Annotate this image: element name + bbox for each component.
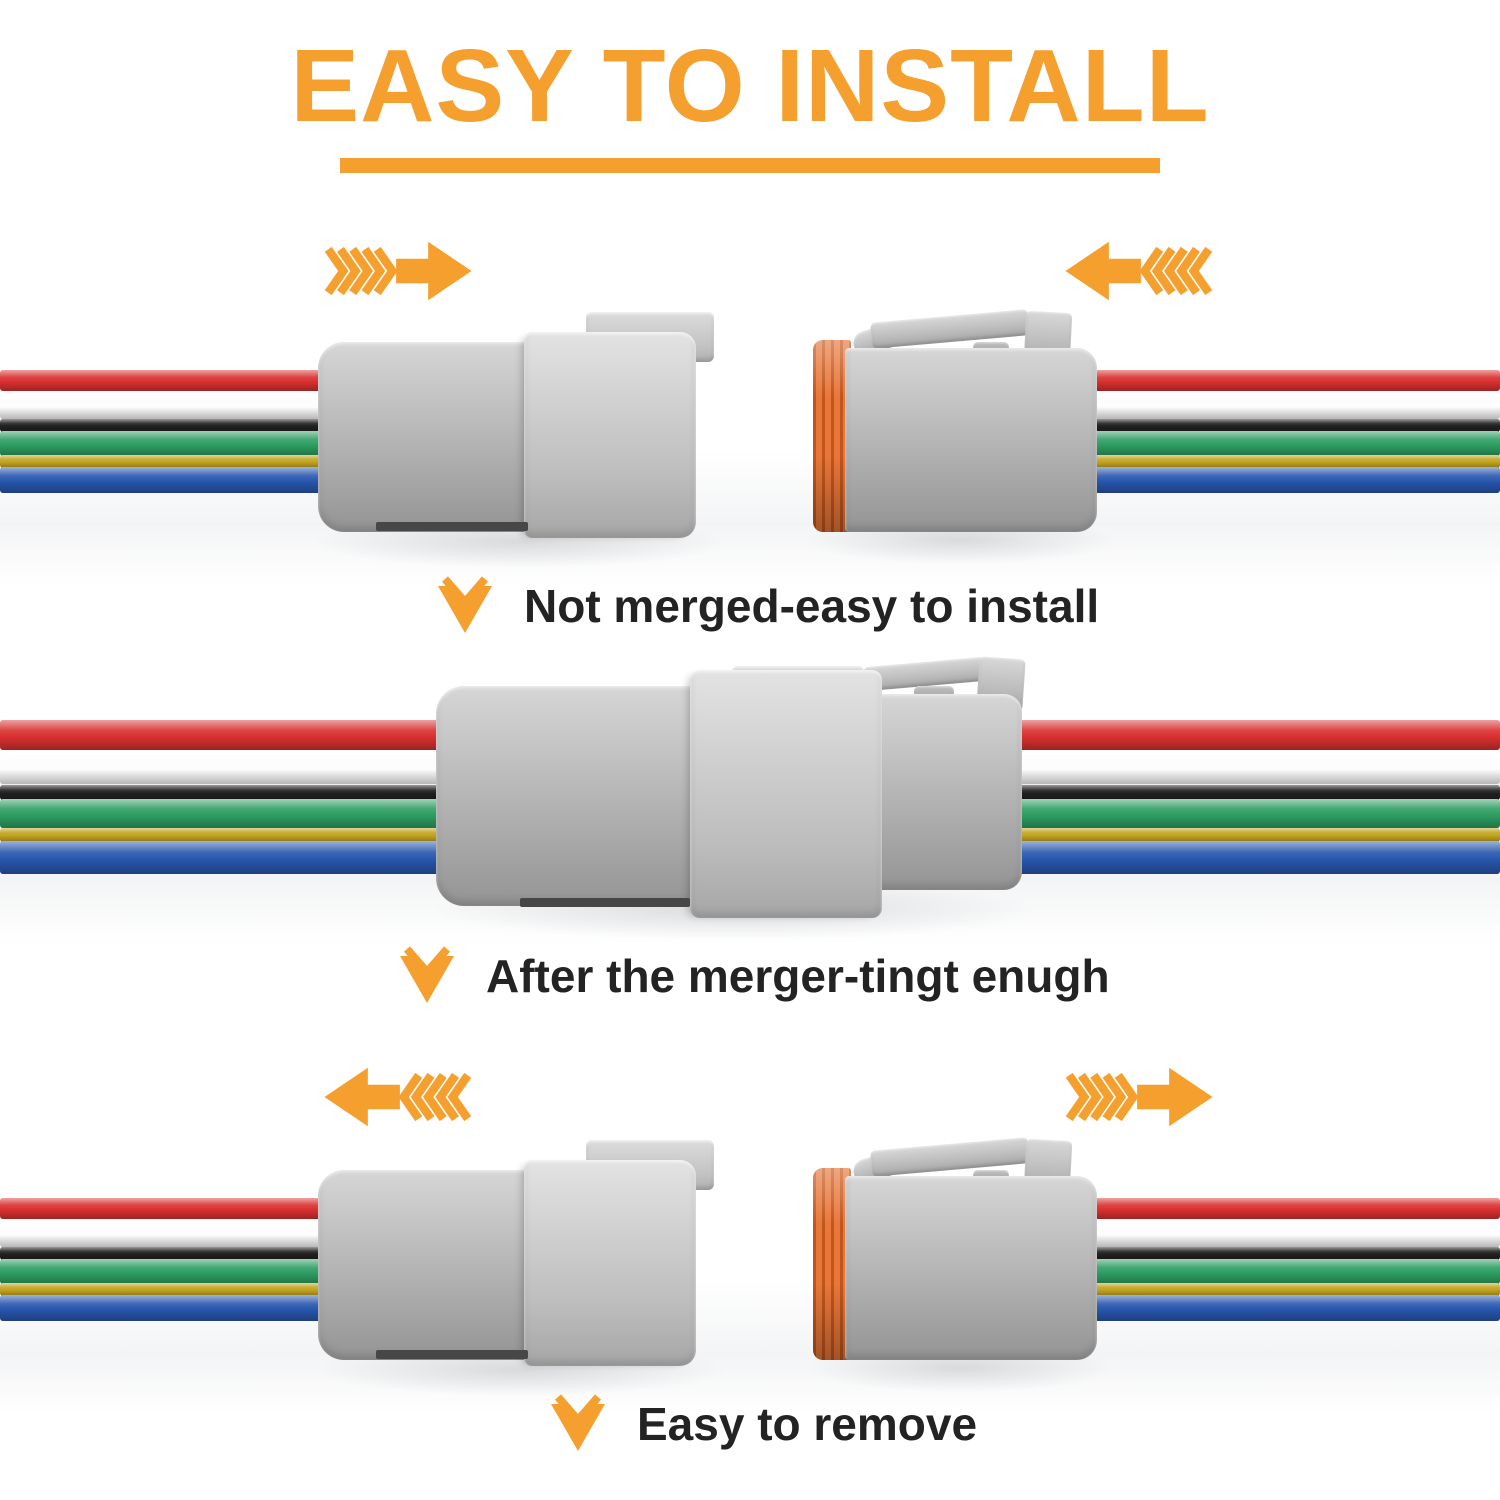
wire-yellow [0, 455, 345, 468]
wire-black [1080, 419, 1500, 432]
wire-red [0, 720, 465, 750]
title-underline [340, 158, 1160, 173]
seal-ring [813, 1168, 851, 1360]
wire-green [1080, 431, 1500, 456]
wire-white [0, 751, 465, 784]
wire-green [0, 799, 465, 828]
connector-front [524, 332, 696, 538]
wire-green [992, 799, 1500, 828]
arrow-left-icon [324, 1067, 472, 1127]
connector-mid-band [690, 670, 882, 918]
wire-red [992, 720, 1500, 750]
wire-red [1080, 1198, 1500, 1219]
wire-white [1080, 1220, 1500, 1247]
connector-back [318, 342, 530, 532]
page-title: EASY TO INSTALL [290, 28, 1210, 143]
wire-red [0, 370, 345, 391]
wire-yellow [992, 828, 1500, 842]
wire-blue [1080, 1295, 1500, 1321]
step-caption-label: Easy to remove [637, 1398, 978, 1450]
wire-black [0, 419, 345, 432]
step-caption-label: Not merged-easy to install [524, 580, 1100, 632]
wire-blue [0, 467, 345, 493]
wire-red [1080, 370, 1500, 391]
wire-white [992, 751, 1500, 784]
connector-body [845, 1176, 1097, 1360]
wire-white [0, 392, 345, 419]
wire-black [1080, 1247, 1500, 1260]
arrow-left-icon [1065, 241, 1213, 301]
wire-yellow [1080, 455, 1500, 468]
wire-yellow [0, 1283, 345, 1296]
step-caption: Easy to remove [545, 1394, 977, 1454]
connector-front [524, 1160, 696, 1366]
wire-yellow [0, 828, 465, 842]
wire-green [1080, 1259, 1500, 1284]
step-caption: After the merger-tingt enugh [394, 946, 1110, 1006]
connector-slot [376, 522, 528, 531]
wire-red [0, 1198, 345, 1219]
wire-black [992, 785, 1500, 800]
wire-blue [0, 841, 465, 874]
female-connector [813, 309, 1105, 544]
connector-front [876, 694, 1022, 890]
wire-green [0, 1259, 345, 1284]
step-caption: Not merged-easy to install [432, 576, 1099, 636]
chevron-double-down-icon [551, 1394, 605, 1451]
connector-slot [520, 898, 690, 907]
step-caption-label: After the merger-tingt enugh [486, 950, 1110, 1002]
wire-blue [992, 841, 1500, 874]
wire-black [0, 1247, 345, 1260]
chevron-double-down-icon [438, 576, 492, 633]
female-connector [813, 1137, 1105, 1372]
connector-back [436, 686, 698, 906]
wire-blue [1080, 467, 1500, 493]
arrow-right-icon [324, 241, 472, 301]
merged-connector [436, 656, 1026, 918]
wire-green [0, 431, 345, 456]
wire-black [0, 785, 465, 800]
connector-back [318, 1170, 530, 1360]
arrow-right-icon [1065, 1067, 1213, 1127]
male-connector [318, 312, 718, 544]
wire-blue [0, 1295, 345, 1321]
wire-white [1080, 392, 1500, 419]
connector-body [845, 348, 1097, 532]
seal-ring [813, 340, 851, 532]
wire-yellow [1080, 1283, 1500, 1296]
male-connector [318, 1140, 718, 1372]
chevron-double-down-icon [400, 946, 454, 1003]
connector-slot [376, 1350, 528, 1359]
wire-white [0, 1220, 345, 1247]
